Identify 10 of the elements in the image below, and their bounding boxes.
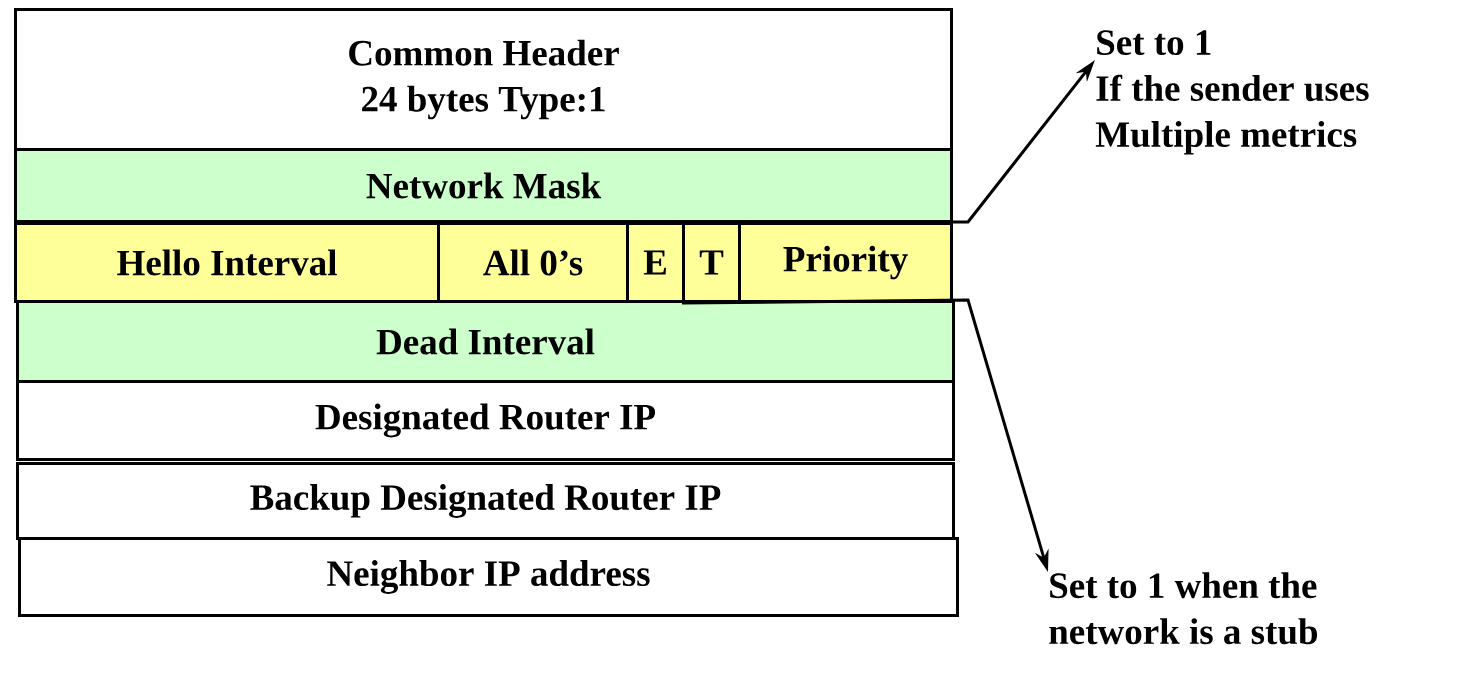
field-box: Common Header 24 bytes Type:1 <box>14 8 953 151</box>
field-box: Network Mask <box>14 148 953 223</box>
field-box: Backup Designated Router IP <box>16 462 955 540</box>
field-box: E <box>626 222 685 303</box>
field-box: Neighbor IP address <box>18 537 959 617</box>
note-text: Set to 1 when the network is a stub <box>1049 572 1317 645</box>
field-box: T <box>682 222 741 303</box>
field-box: Dead Interval <box>16 300 955 383</box>
field-box: Designated Router IP <box>16 380 955 461</box>
note-text: Set to 1 If the sender uses Multiple metrics <box>1095 30 1369 155</box>
